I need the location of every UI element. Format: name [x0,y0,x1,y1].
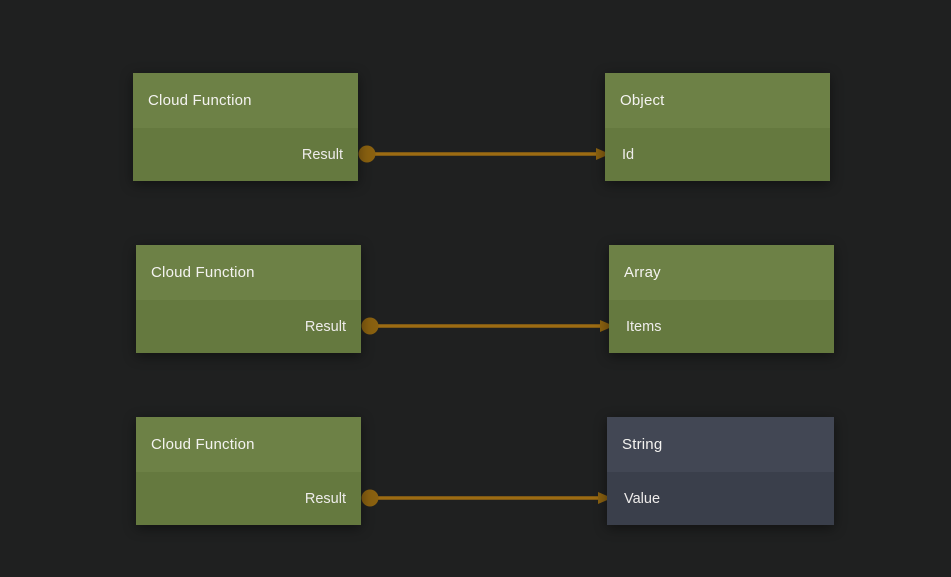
node-title: Object [620,92,665,109]
node-object[interactable]: Object Id [605,73,830,181]
port-label: Items [626,318,662,335]
node-title: Cloud Function [151,264,255,281]
connection-result-to-value[interactable] [361,489,613,507]
node-body: Items [609,300,834,353]
node-title: Cloud Function [148,92,252,109]
port-label: Result [301,146,343,163]
connection-result-to-id[interactable] [358,145,611,163]
node-body: Id [605,128,830,181]
node-title: Cloud Function [151,436,255,453]
node-header[interactable]: Object [605,73,830,128]
node-cloud-function-3[interactable]: Cloud Function Result [136,417,361,525]
node-body: Value [607,472,834,525]
port-result-output[interactable]: Result [133,147,358,163]
node-title: String [622,436,663,453]
node-body: Result [133,128,358,181]
node-body: Result [136,472,361,525]
node-cloud-function-1[interactable]: Cloud Function Result [133,73,358,181]
node-header[interactable]: Cloud Function [136,417,361,472]
node-cloud-function-2[interactable]: Cloud Function Result [136,245,361,353]
node-body: Result [136,300,361,353]
port-result-output[interactable]: Result [136,491,361,507]
node-string[interactable]: String Value [607,417,834,525]
port-label: Value [624,490,661,507]
node-header[interactable]: Cloud Function [136,245,361,300]
node-header[interactable]: String [607,417,834,472]
node-title: Array [624,264,661,281]
node-header[interactable]: Array [609,245,834,300]
node-array[interactable]: Array Items [609,245,834,353]
node-header[interactable]: Cloud Function [133,73,358,128]
port-label: Result [304,318,346,335]
port-result-output[interactable]: Result [136,319,361,335]
port-label: Id [622,146,635,163]
port-label: Result [304,490,346,507]
port-id-input[interactable]: Id [605,147,830,163]
port-value-input[interactable]: Value [607,491,834,507]
port-items-input[interactable]: Items [609,319,834,335]
connection-result-to-items[interactable] [361,317,615,335]
